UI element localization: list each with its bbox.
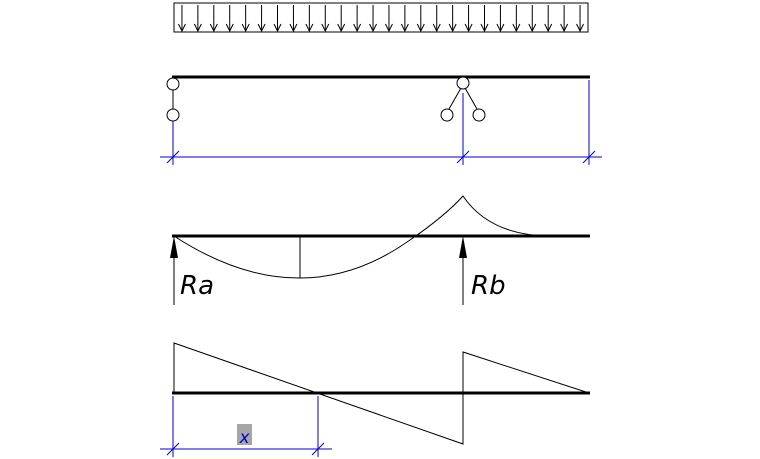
load-arrow-head <box>193 23 202 33</box>
load-arrow-head <box>369 23 377 33</box>
load-arrow-head <box>353 23 362 33</box>
load-arrow-head <box>480 23 489 33</box>
right-support-hinge-right <box>472 108 486 122</box>
distributed-load <box>173 2 589 33</box>
reaction-rb-arrowhead <box>459 236 467 258</box>
load-arrow-head <box>496 23 505 33</box>
span-tick-right <box>582 150 596 164</box>
load-arrow-head <box>576 23 584 33</box>
right-support-link-right <box>464 87 478 110</box>
load-arrow-head <box>464 23 473 33</box>
left-support-hinge-top <box>166 77 180 91</box>
load-arrow-head <box>209 23 218 33</box>
load-arrow-head <box>512 23 521 33</box>
span-dimension <box>160 80 602 165</box>
load-arrow-head <box>305 23 314 33</box>
reaction-ra: Ra <box>170 236 214 305</box>
reaction-rb: Rb <box>459 236 506 305</box>
reaction-ra-arrowhead <box>170 236 178 258</box>
x-dimension <box>160 396 332 457</box>
shear-curve-overhang <box>462 351 590 394</box>
load-arrow-head <box>289 23 298 33</box>
moment-curve <box>173 195 553 279</box>
load-arrow-head <box>544 23 553 33</box>
left-support-hinge-bottom <box>166 108 180 122</box>
span-tick-left <box>166 150 180 164</box>
left-support <box>166 77 180 122</box>
right-support-hinge-left <box>440 108 454 122</box>
beam-with-supports <box>160 75 602 165</box>
x-dimension-label[interactable]: x <box>238 428 250 448</box>
reaction-ra-label: Ra <box>180 271 214 301</box>
x-tick-right <box>311 442 325 456</box>
load-arrow-head <box>528 23 537 33</box>
moment-diagram: Ra Rb <box>170 195 590 305</box>
load-arrow-head <box>273 23 282 33</box>
load-arrow-head <box>337 23 346 33</box>
load-arrow-head <box>321 23 330 33</box>
load-arrows <box>178 5 584 33</box>
load-arrow-head <box>385 23 393 33</box>
distributed-load-frame <box>173 2 589 33</box>
span-tick-mid <box>456 150 470 164</box>
load-arrow-head <box>178 23 186 33</box>
x-label-highlight[interactable] <box>237 424 252 445</box>
load-arrow-head <box>448 23 457 33</box>
load-arrow-head <box>225 23 234 33</box>
load-arrow-head <box>416 23 425 33</box>
right-support-link-left <box>448 87 462 110</box>
load-arrow-head <box>257 23 266 33</box>
right-support-hinge-top <box>456 76 470 90</box>
load-arrow-head <box>560 23 569 33</box>
right-support <box>440 76 486 122</box>
load-arrow-head <box>241 23 250 33</box>
reaction-rb-label: Rb <box>471 271 506 301</box>
load-arrow-head <box>400 23 409 33</box>
shear-diagram: x <box>160 342 590 457</box>
x-tick-left <box>166 442 180 456</box>
load-arrow-head <box>432 23 441 33</box>
